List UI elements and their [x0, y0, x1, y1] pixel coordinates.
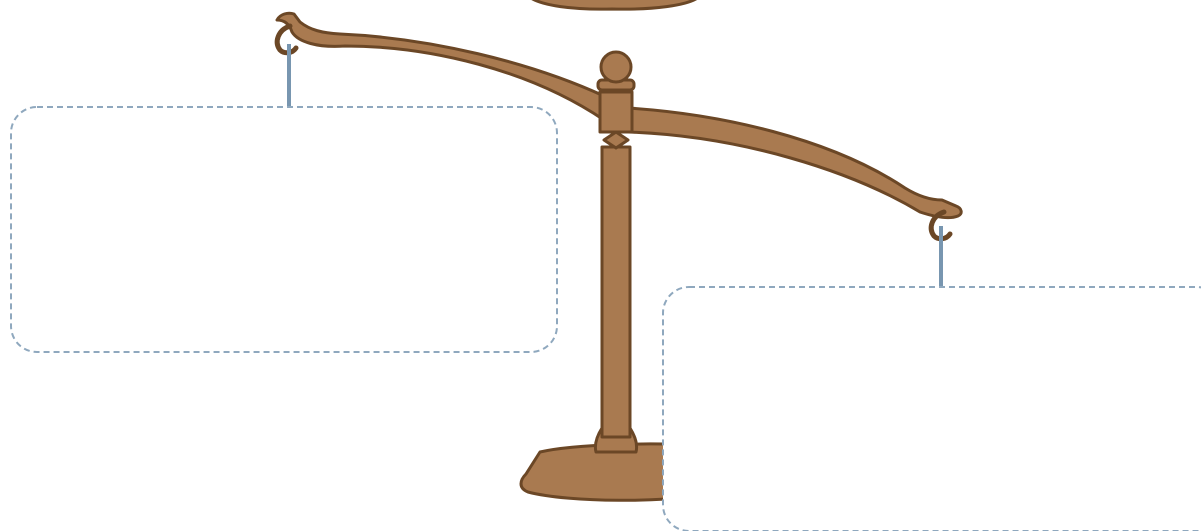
left-beam-arm — [277, 13, 604, 120]
left-pan-box — [11, 107, 557, 352]
scale-pivot-block — [600, 92, 632, 132]
scale-finial-ball — [601, 52, 631, 82]
right-pan-box — [663, 287, 1201, 531]
scale-column — [602, 147, 630, 437]
top-ellipse-partial — [528, 0, 700, 9]
right-beam-arm — [628, 108, 961, 218]
